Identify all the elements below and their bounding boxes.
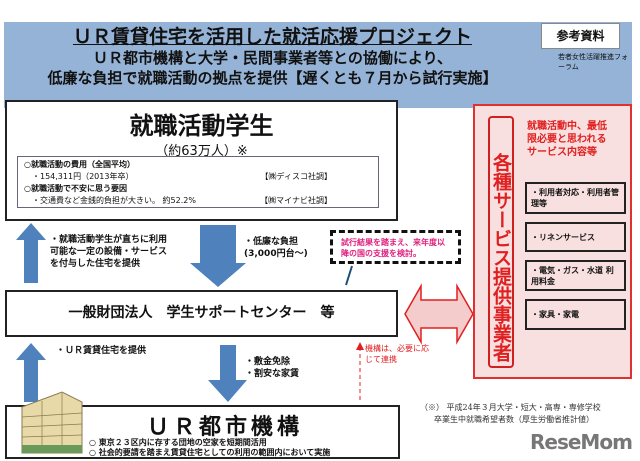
label-line: ・低廉な負担 [244,237,299,247]
up-arrow-1-label: ・就職活動学生が直ちに利用可能な一定の設備・サービスを付与した住宅を提供 [50,235,168,269]
page-subtitle: ＵＲ都市機構と大学・民間事業者等との協働により、低廉な負担で就職活動の拠点を提供… [0,48,545,88]
subtitle-line: ＵＲ都市機構と大学・民間事業者等との協働により、 [93,49,452,67]
dashed-note-box: 試行結果を踏まえ、来年度以降の国の支援を検討。 [330,230,461,264]
footnote: （※） 平成24年３月大学・短大・高専・専修学校卒業生中就職希望者数（厚生労働省… [420,402,601,426]
apartment-building-icon [21,391,83,454]
label-line: ・敷金免除 [245,357,291,367]
ur-box: ＵＲ都市機構 ○ 東京２３区内に存する団地の空家を短期間活用 ○ 社会的要請を踏… [5,391,400,459]
label-line: ・割安な家賃 [245,369,300,379]
worry-heading: ○就職活動で不安に思う要因 [24,184,127,193]
providers-title: 各種サービス提供事業者 [488,116,514,368]
up-arrow-1 [16,223,46,283]
footnote-line: 卒業生中就職希望者数（厚生労働省推計値） [434,415,594,424]
up-arrow-2-label: ・ＵＲ賃貸住宅を提供 [56,346,147,356]
ur-title: ＵＲ都市機構 [147,415,304,440]
down-arrow-1 [190,225,246,287]
ur-line-2: ○ 社会的要請を踏まえ賃貸住宅としての利用の範囲内において実施 [89,448,331,457]
students-stats: ○就職活動の費用（全国平均） ・154,311円（2013年卒） 【㈱ディスコ社調… [17,156,379,208]
cost-heading: ○就職活動の費用（全国平均） [24,160,135,169]
cost-source: 【㈱ディスコ社調】 [260,172,332,181]
down-arrow-2-label: ・敷金免除・割安な家賃 [245,356,299,380]
students-count: （約63万人）※ [155,144,248,159]
services-heading: 就職活動中、最低限必要と思われるサービス内容等 [527,121,607,158]
worry-value: ・交通費など金銭的負担が大きい。 約52.2% [32,196,196,205]
label-line: (3,000円台～) [244,249,308,259]
ur-line-1: ○ 東京２３区内に存する団地の空家を短期間活用 [89,438,267,447]
page-title: ＵＲ賃貸住宅を活用した就活応援プロジェクト [72,26,472,48]
header-band [4,22,632,108]
students-box: 就職活動学生 （約63万人）※ ○就職活動の費用（全国平均） ・154,311円… [5,100,398,221]
down-arrow-2 [208,345,247,402]
forum-label: 若者女性活躍推進フォーラム [558,53,628,71]
up-arrow-2 [16,343,46,402]
subtitle-line: 低廉な負担で就職活動の拠点を提供【遅くとも７月から試行実施】 [47,69,498,87]
resemom-logo: ReseMom [530,430,633,454]
service-item: ・利用者対応・利用者管理等 [525,182,626,214]
worry-source: 【㈱マイナビ社調】 [260,196,332,205]
support-center-box: 一般財団法人 学生サポートセンター 等 [5,290,398,337]
footnote-line: （※） 平成24年３月大学・短大・高専・専修学校 [420,403,601,412]
down-arrow-1-label: ・低廉な負担 (3,000円台～) [244,236,308,260]
students-title: 就職活動学生 [129,112,274,140]
service-providers-box: 各種サービス提供事業者 就職活動中、最低限必要と思われるサービス内容等 ・利用者… [473,104,632,379]
service-item: ・リネンサービス [525,222,626,252]
reference-badge: 参考資料 [541,23,620,49]
service-item: ・家具・家電 [525,299,626,330]
dashed-connector [345,265,353,286]
cooperation-note: 機構は、必要に応じて連携 [365,344,429,364]
double-arrow [404,283,474,345]
cost-value: ・154,311円（2013年卒） [32,172,134,181]
service-item: ・電気・ガス・水道 利用料金 [525,260,626,291]
